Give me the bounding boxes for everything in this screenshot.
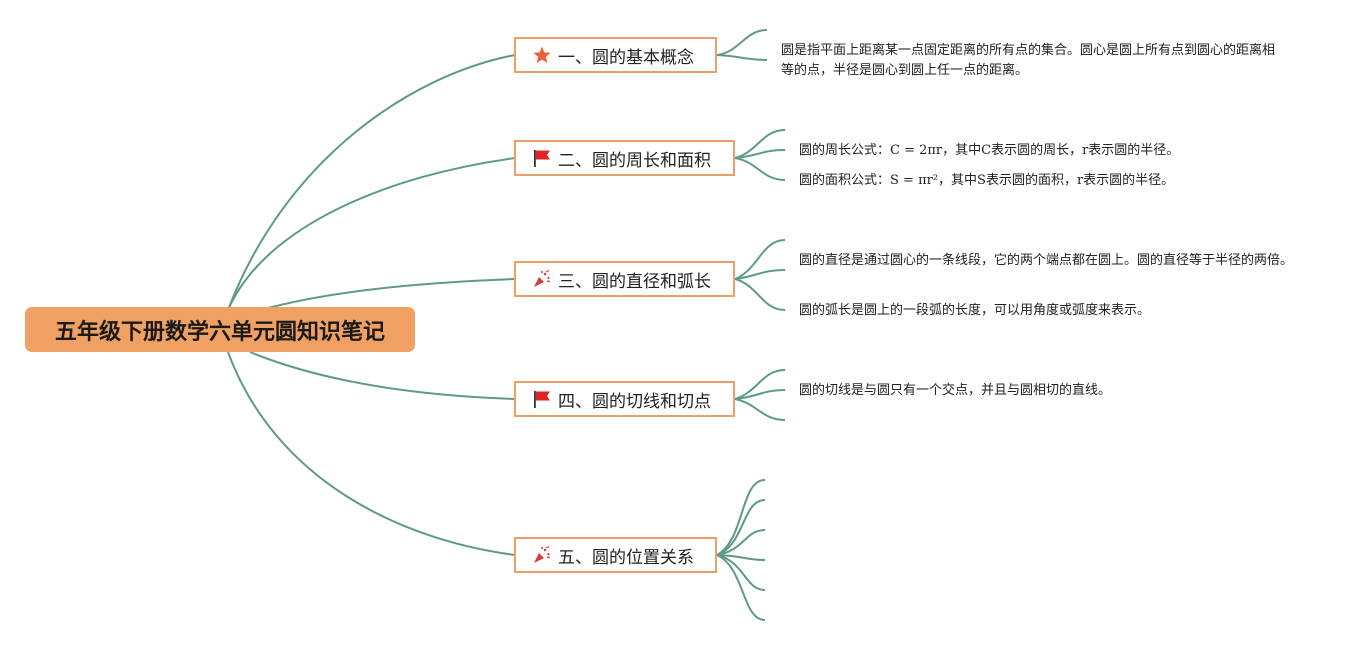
- branch-label: 二、圆的周长和面积: [558, 150, 711, 171]
- connector-branch-2-leaf: [734, 149, 786, 159]
- connector-root-branch-4: [249, 351, 516, 400]
- party-popper-icon: [532, 268, 552, 290]
- connector-branch-5-leaf: [716, 479, 766, 556]
- connector-branch-4-leaf: [734, 398, 786, 421]
- branch-2-note-1: 圆的周长公式：C = 2πr，其中C表示圆的周长，r表示圆的半径。: [799, 143, 1180, 158]
- branch-3-note-2: 圆的弧长是圆上的一段弧的长度，可以用角度或弧度来表示。: [799, 303, 1151, 318]
- connector-branch-5-leaf: [716, 499, 766, 556]
- branch-node-3[interactable]: 三、圆的直径和弧长: [514, 261, 735, 297]
- branch-node-4[interactable]: 四、圆的切线和切点: [514, 381, 735, 417]
- connector-branch-4-leaf: [734, 389, 786, 400]
- connector-branch-1-leaf: [716, 54, 768, 61]
- connector-root-branch-2: [227, 157, 516, 311]
- branch-node-2[interactable]: 二、圆的周长和面积: [514, 140, 735, 176]
- connector-branch-5-leaf: [716, 554, 766, 621]
- branch-label: 三、圆的直径和弧长: [558, 271, 711, 292]
- connector-branch-5-leaf: [716, 554, 766, 561]
- branch-2-note-2: 圆的面积公式：S = πr²，其中S表示圆的面积，r表示圆的半径。: [799, 173, 1175, 188]
- connector-branch-3-leaf: [734, 278, 786, 311]
- connector-branch-1-leaf: [716, 29, 768, 56]
- connector-root-branch-1: [227, 54, 516, 311]
- connector-branch-4-leaf: [734, 369, 786, 400]
- branch-3-note-1: 圆的直径是通过圆心的一条线段，它的两个端点都在圆上。圆的直径等于半径的两倍。: [799, 253, 1294, 268]
- root-title: 五年级下册数学六单元圆知识笔记: [54, 319, 385, 345]
- branch-node-1[interactable]: 一、圆的基本概念: [514, 37, 717, 73]
- connector-root-branch-3: [267, 278, 516, 309]
- connector-branch-5-leaf: [716, 554, 766, 591]
- branch-label: 四、圆的切线和切点: [558, 391, 711, 412]
- flag-icon: [532, 147, 552, 169]
- branch-1-note-1: 圆是指平面上距离某一点固定距离的所有点的集合。圆心是圆上所有点到圆心的距离相等的…: [781, 43, 1276, 78]
- branch-label: 一、圆的基本概念: [558, 47, 694, 68]
- flag-icon: [532, 388, 552, 410]
- connector-branch-5-leaf: [716, 529, 766, 556]
- connector-branch-2-leaf: [734, 157, 786, 181]
- connector-branch-3-leaf: [734, 239, 786, 280]
- connector-root-branch-5: [227, 351, 516, 556]
- branch-label: 五、圆的位置关系: [558, 547, 694, 568]
- root-node[interactable]: 五年级下册数学六单元圆知识笔记: [25, 307, 415, 352]
- connector-branch-2-leaf: [734, 129, 786, 159]
- party-popper-icon: [532, 544, 552, 566]
- star-icon: [532, 44, 552, 66]
- branch-4-note-1: 圆的切线是与圆只有一个交点，并且与圆相切的直线。: [799, 383, 1112, 398]
- branch-node-5[interactable]: 五、圆的位置关系: [514, 537, 717, 573]
- connector-branch-3-leaf: [734, 269, 786, 280]
